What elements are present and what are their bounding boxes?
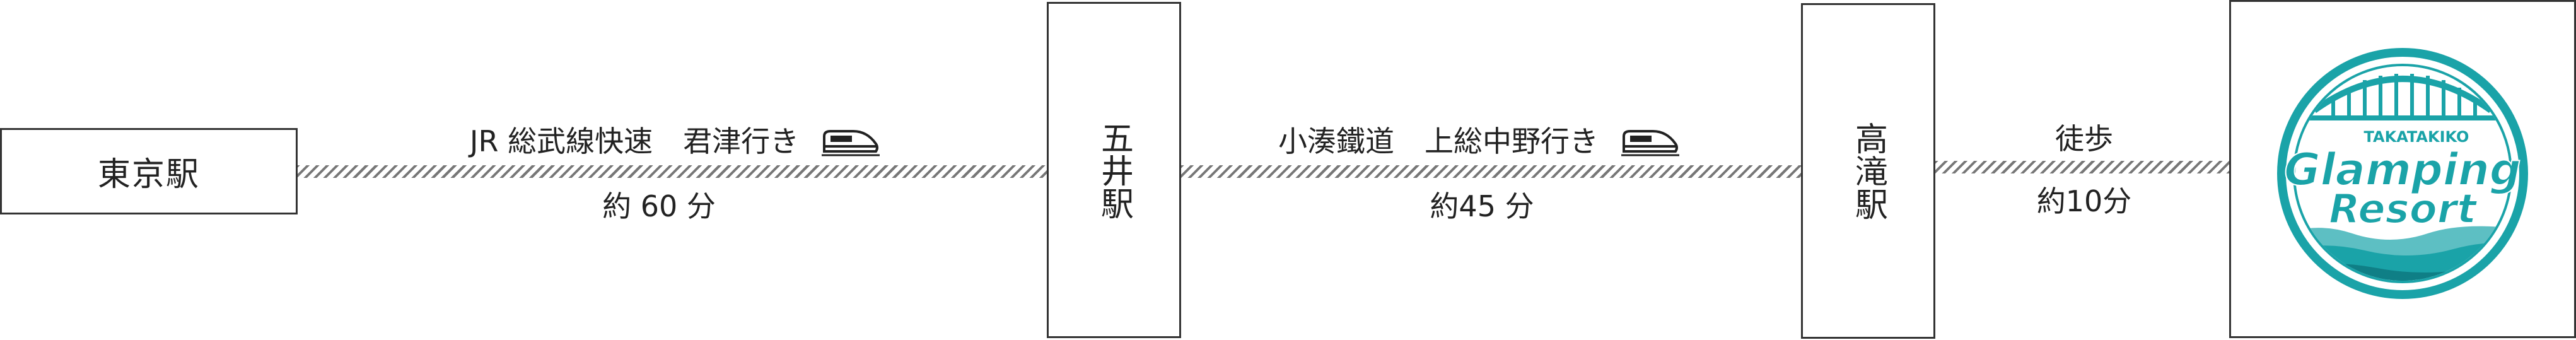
logo-brand-line2: Resort — [2329, 186, 2478, 233]
station-goi: 五井駅 — [1047, 2, 1181, 338]
logo-brand-line1: Glamping — [2284, 144, 2521, 196]
station-goi-label: 五井駅 — [1095, 120, 1133, 220]
track-takataki-resort — [1935, 161, 2230, 173]
leg1-dest: 君津行き — [683, 124, 800, 158]
leg2-time: 約45 分 — [1430, 189, 1534, 223]
leg3-mode: 徒歩 — [2055, 122, 2113, 156]
train-icon — [822, 126, 880, 156]
leg1-time: 約 60 分 — [602, 189, 716, 223]
train-icon — [1621, 126, 1679, 156]
leg1-route: JR 総武線快速 君津行き — [416, 124, 933, 158]
destination-resort: TAKATAKIKO Glamping Resort — [2229, 0, 2576, 338]
station-tokyo: 東京駅 — [0, 128, 298, 214]
station-takataki: 高滝駅 — [1801, 3, 1935, 339]
station-takataki-label: 高滝駅 — [1849, 122, 1887, 220]
leg2-dest: 上総中野行き — [1425, 124, 1599, 158]
logo-brand-top: TAKATAKIKO — [2364, 128, 2469, 146]
leg2-line: 小湊鐵道 — [1278, 124, 1394, 158]
track-tokyo-goi — [296, 165, 1047, 178]
leg3-time: 約10分 — [2036, 184, 2132, 218]
station-tokyo-label: 東京駅 — [97, 156, 200, 194]
leg1-line: JR 総武線快速 — [469, 124, 653, 158]
leg2-route: 小湊鐵道 上総中野行き — [1252, 124, 1706, 158]
glamping-resort-logo: TAKATAKIKO Glamping Resort — [2277, 48, 2528, 299]
track-goi-takataki — [1180, 165, 1801, 178]
